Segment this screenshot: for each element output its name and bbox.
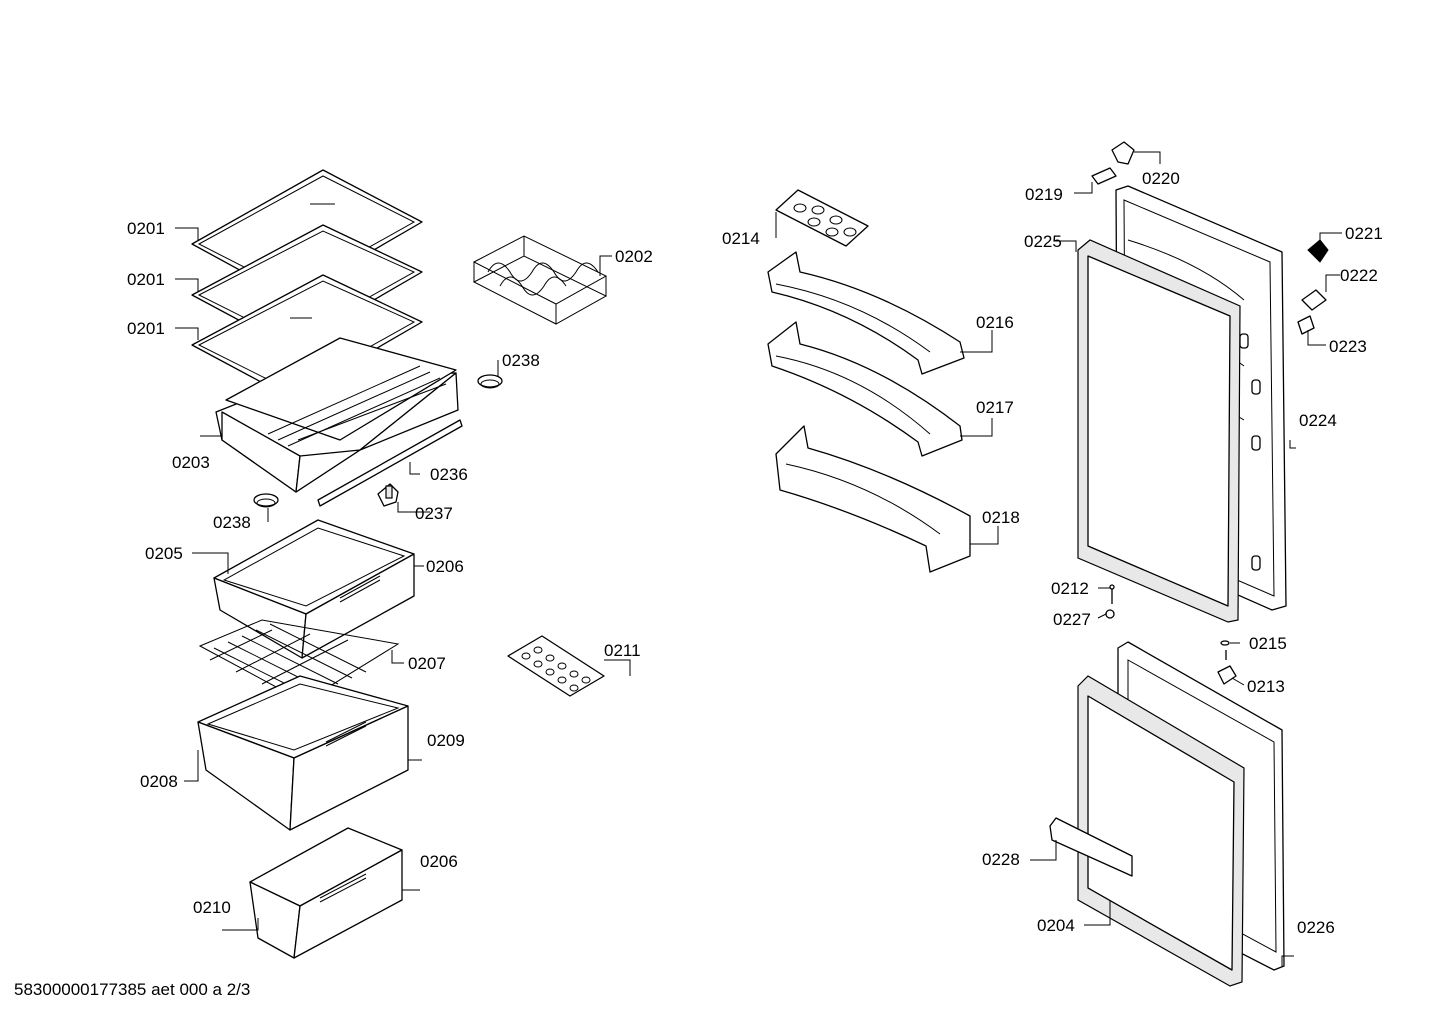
callout-0201: 0201 (127, 270, 165, 289)
document-id: 58300000177385 aet 000 a 2/3 (14, 980, 251, 999)
egg-tray (775, 189, 869, 247)
callout-0212: 0212 (1051, 579, 1089, 598)
freezer-drawer-lower (249, 827, 403, 959)
freezer-door-gasket (1077, 675, 1245, 987)
callout-0207: 0207 (408, 654, 446, 673)
door-shelf-upper (767, 251, 965, 375)
callout-0225: 0225 (1024, 232, 1062, 251)
callout-0218: 0218 (982, 508, 1020, 527)
callout-0223: 0223 (1329, 337, 1367, 356)
clip (377, 483, 399, 507)
hinge-right (1307, 239, 1329, 263)
nut (1105, 609, 1115, 619)
leader-lines (175, 151, 1342, 966)
callout-0224: 0224 (1299, 411, 1337, 430)
screw (1109, 584, 1115, 604)
callout-0220: 0220 (1142, 169, 1180, 188)
handle-cover (1049, 817, 1133, 877)
callout-0203: 0203 (172, 453, 210, 472)
callout-0216: 0216 (976, 313, 1014, 332)
bushing-square (1297, 315, 1315, 335)
callout-0219: 0219 (1025, 185, 1063, 204)
door-shelf-lower (775, 425, 971, 573)
ice-cells (521, 646, 591, 692)
callout-0213: 0213 (1247, 677, 1285, 696)
bottle-rack (472, 235, 608, 325)
fridge-door-gasket (1077, 239, 1241, 623)
hinge-bottom (1217, 665, 1237, 685)
callout-0208: 0208 (140, 772, 178, 791)
callout-0201: 0201 (127, 219, 165, 238)
hinge-top (1111, 141, 1135, 165)
hinge-cover (1091, 167, 1117, 185)
callout-0227: 0227 (1053, 610, 1091, 629)
callout-0222: 0222 (1340, 266, 1378, 285)
callout-0214: 0214 (722, 229, 760, 248)
glass-shelf-bottom (191, 274, 423, 399)
callout-0210: 0210 (193, 898, 231, 917)
callout-0238: 0238 (213, 513, 251, 532)
callout-0206: 0206 (420, 852, 458, 871)
callout-0209: 0209 (427, 731, 465, 750)
cap-upper (477, 374, 503, 389)
ice-cube-tray (507, 635, 605, 697)
callout-0238: 0238 (502, 351, 540, 370)
callout-0202: 0202 (615, 247, 653, 266)
callout-0206: 0206 (426, 557, 464, 576)
callout-0221: 0221 (1345, 224, 1383, 243)
door-shelf-middle (767, 321, 963, 457)
callout-0201: 0201 (127, 319, 165, 338)
callout-0217: 0217 (976, 398, 1014, 417)
callout-0205: 0205 (145, 544, 183, 563)
callout-0228: 0228 (982, 850, 1020, 869)
cap-lower (253, 493, 279, 508)
freezer-drawer-middle (197, 675, 409, 831)
cover-strip (317, 419, 463, 507)
callout-0211: 0211 (604, 641, 641, 660)
callout-0226: 0226 (1297, 918, 1335, 937)
washer (1220, 640, 1230, 660)
callout-0215: 0215 (1249, 634, 1287, 653)
freezer-tray (215, 337, 459, 493)
callout-0236: 0236 (430, 465, 468, 484)
hinge-cover-right (1301, 289, 1327, 311)
callout-labels: 0201 0201 0201 0202 0203 0238 0236 0237 … (127, 169, 1383, 937)
callout-0237: 0237 (415, 504, 453, 523)
callout-0204: 0204 (1037, 916, 1075, 935)
